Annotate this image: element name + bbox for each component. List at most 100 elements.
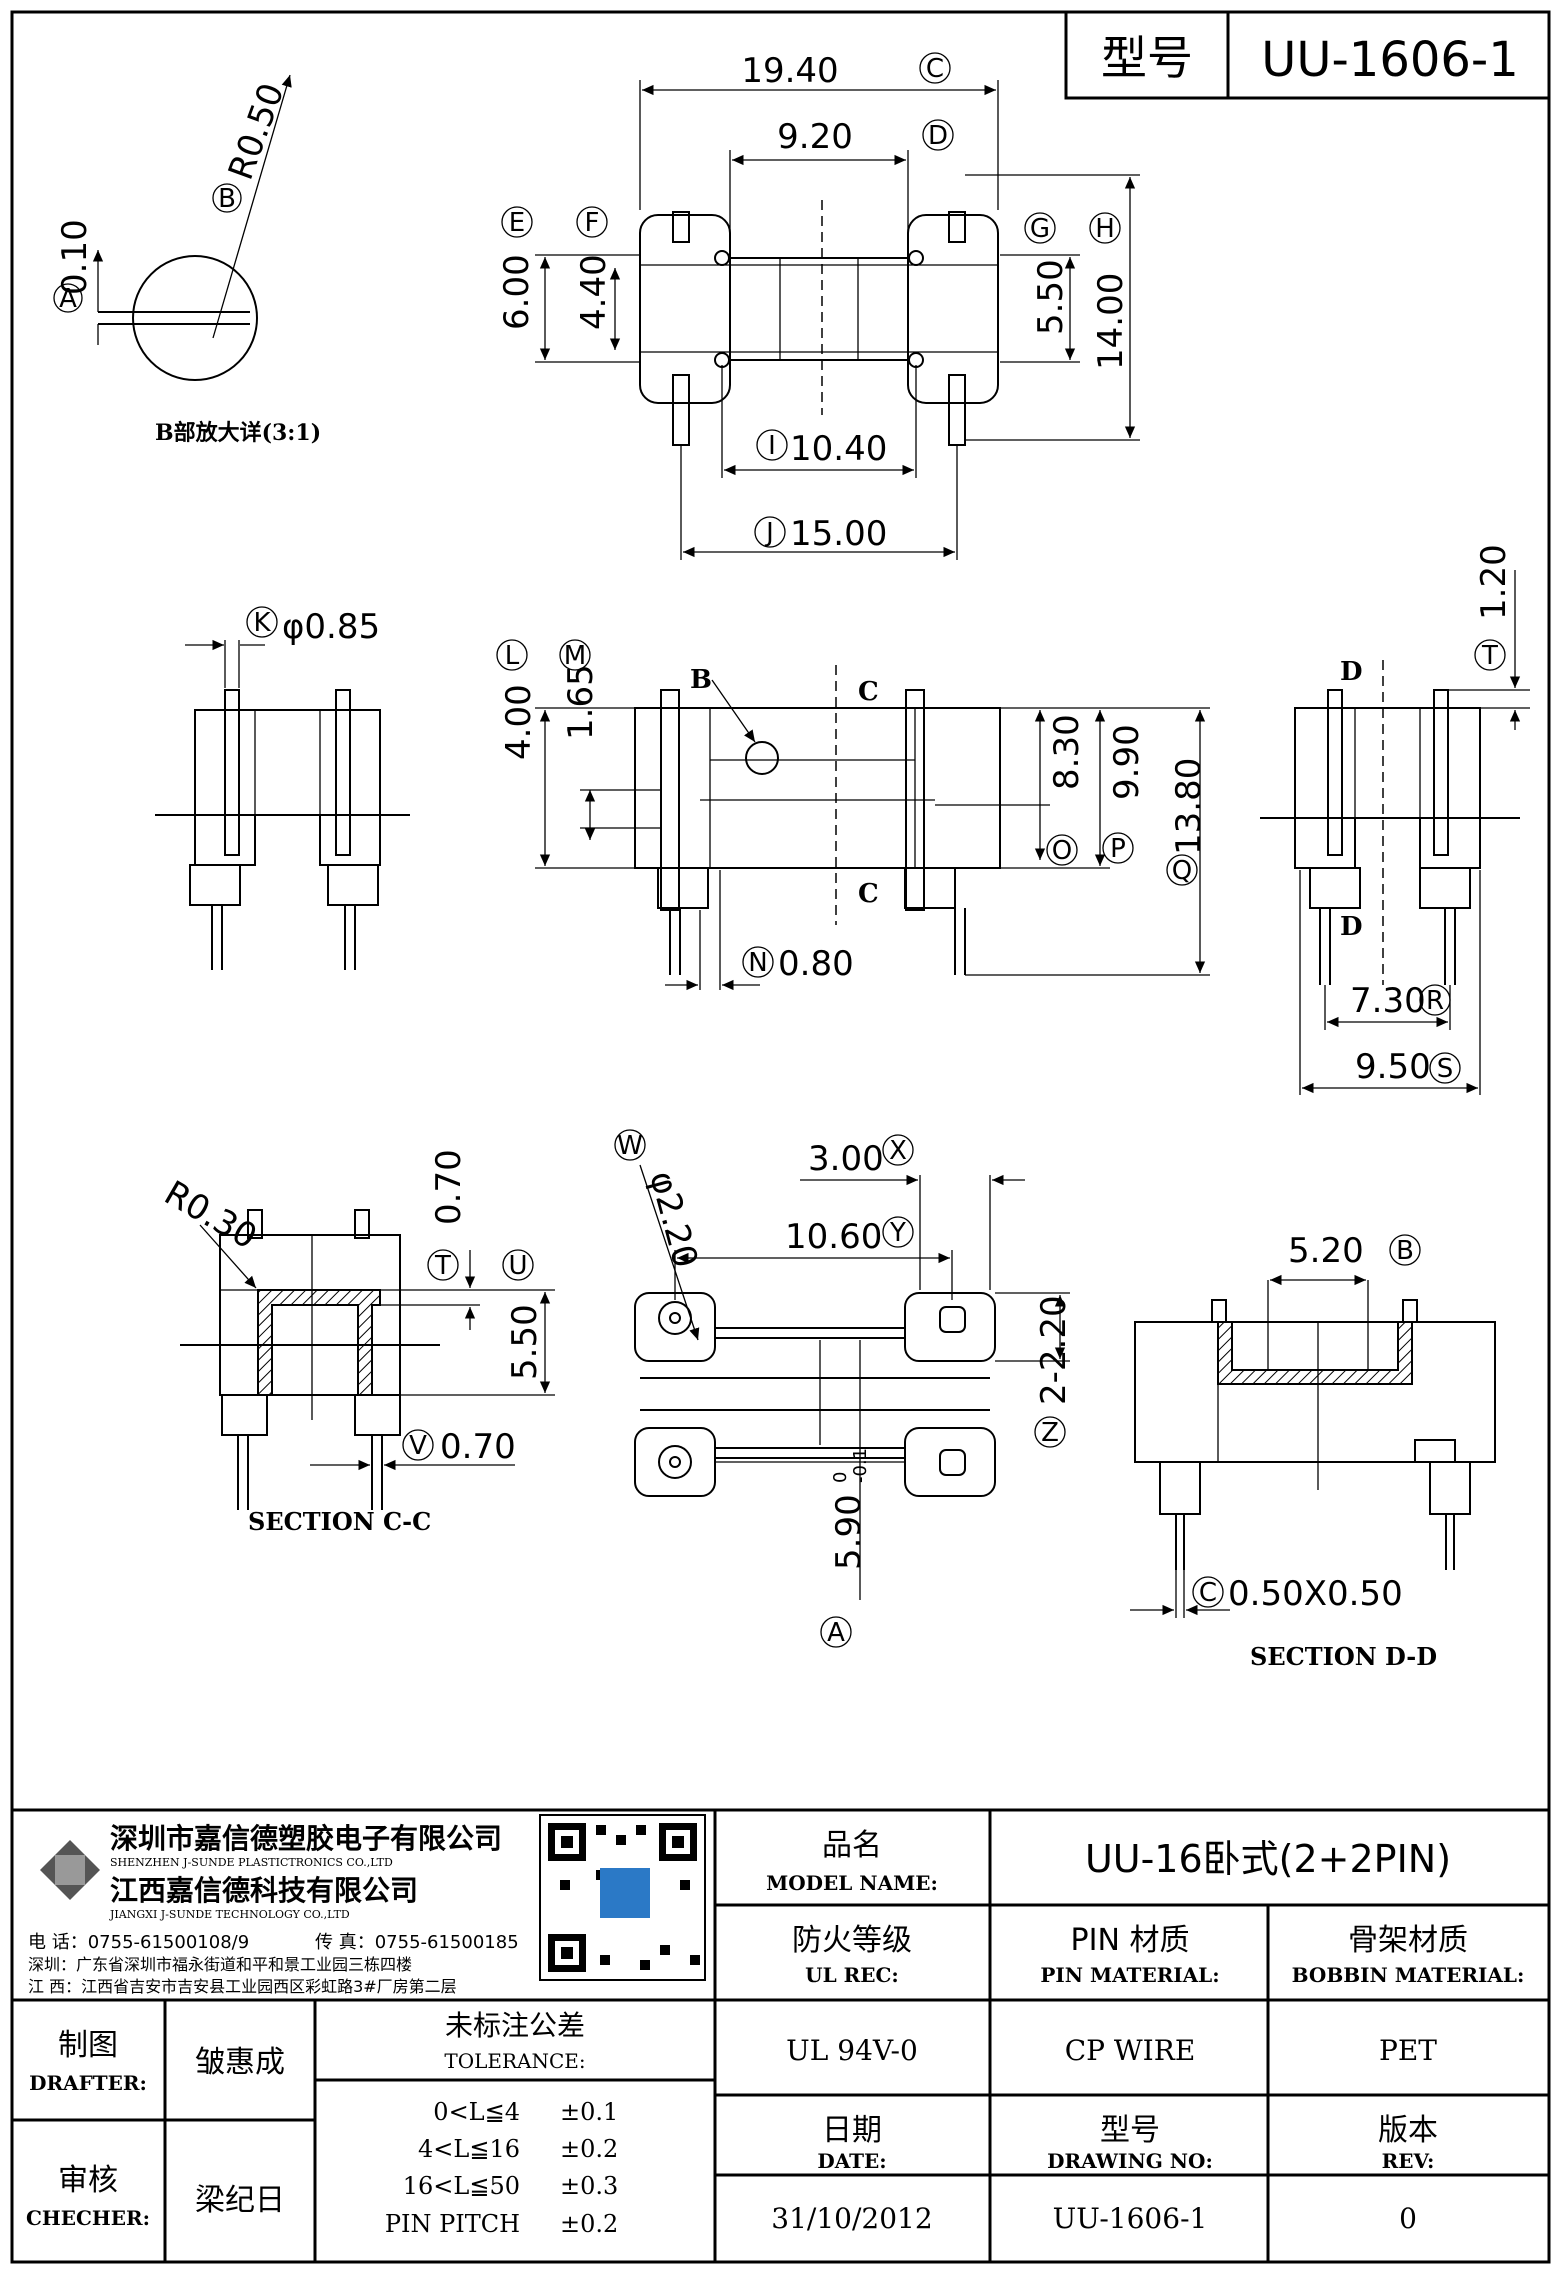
- side-dim-q: 13.80: [1169, 758, 1209, 855]
- bottom-tol-minus: -0.1: [850, 1448, 871, 1483]
- date-value: 31/10/2012: [771, 2202, 932, 2235]
- company-name-cn-1: 深圳市嘉信德塑胶电子有限公司: [110, 1822, 502, 1855]
- cc-radius: R0.30: [158, 1173, 264, 1257]
- top-dim-c: 19.40: [741, 51, 838, 91]
- bobbin-label-cn: 骨架材质: [1348, 1923, 1468, 1958]
- checker-label-en: CHECHER:: [26, 2206, 150, 2230]
- end-view: D D 1.20 T 7.30 R 9.50 S: [1260, 544, 1530, 1095]
- date-label-cn: 日期: [822, 2113, 882, 2148]
- bottom-dim-a: 5.90: [829, 1494, 869, 1570]
- top-mark-h: H: [1095, 214, 1115, 244]
- top-dim-g: 5.50: [1031, 259, 1071, 335]
- drawing-label-en: DRAWING NO:: [1047, 2149, 1213, 2173]
- tolerance-value: ±0.1: [560, 2098, 618, 2126]
- tolerance-value: ±0.3: [560, 2172, 618, 2200]
- dd-mark-c: C: [1199, 1578, 1217, 1608]
- bottom-dim-w: φ2.20: [641, 1167, 705, 1272]
- model-box-value: UU-1606-1: [1261, 32, 1519, 88]
- bobbin-value: PET: [1379, 2034, 1437, 2067]
- rev-value: 0: [1399, 2202, 1417, 2235]
- product-label-cn: 品名: [822, 1828, 882, 1863]
- checker-name: 梁纪日: [195, 2183, 285, 2218]
- end-dim-s: 9.50: [1355, 1047, 1431, 1087]
- section-dd: 5.20 B C 0.50X0.50 SECTION D-D: [1130, 1231, 1496, 1671]
- top-mark-i: I: [768, 431, 776, 461]
- cc-dim-u: 5.50: [505, 1304, 545, 1380]
- tolerance-value: ±0.2: [560, 2210, 618, 2238]
- bottom-dim-x: 3.00: [808, 1139, 884, 1179]
- product-value: UU-16卧式(2+2PIN): [1085, 1837, 1451, 1881]
- top-dim-e: 6.00: [497, 254, 537, 330]
- side-label-c-top: C: [858, 677, 879, 707]
- rev-label-cn: 版本: [1378, 2113, 1438, 2148]
- side-dim-l: 4.00: [499, 684, 539, 760]
- side-mark-p: P: [1110, 834, 1126, 864]
- top-dim-d: 9.20: [777, 117, 853, 157]
- detail-b-title: B部放大详(3:1): [155, 420, 321, 446]
- cc-mark-t: T: [434, 1251, 451, 1281]
- side-dim-o: 8.30: [1047, 714, 1087, 790]
- tolerance-range: 4<L≦16: [418, 2135, 520, 2163]
- pin-label-en: PIN MATERIAL:: [1040, 1963, 1219, 1987]
- side-dim-p: 9.90: [1107, 724, 1147, 800]
- top-mark-c: C: [926, 54, 944, 84]
- company-name-cn-2: 江西嘉信德科技有限公司: [110, 1874, 418, 1907]
- company-name-en-1: SHENZHEN J-SUNDE PLASTICTRONICS CO.,LTD: [110, 1856, 393, 1869]
- bottom-tol-plus: 0: [830, 1472, 851, 1483]
- company-addr-jx: 江 西：江西省吉安市吉安县工业园西区彩虹路3#厂房第二层: [28, 1977, 457, 1996]
- bottom-view: W φ2.20 3.00 X 10.60 Y 2-2.20 Z 5.90 0 -…: [614, 1129, 1074, 1648]
- tolerance-range: PIN PITCH: [385, 2210, 520, 2238]
- cc-dim-v: 0.70: [440, 1427, 516, 1467]
- detail-b-radius: R0.50: [221, 78, 293, 185]
- front-left-view: K φ0.85: [155, 606, 410, 970]
- detail-b-mark-b: B: [218, 184, 236, 214]
- section-cc: R0.30 0.70 T 5.50 U V 0.70 SECTION C-C: [158, 1149, 555, 1536]
- checker-label-cn: 审核: [58, 2163, 118, 2198]
- tolerance-value: ±0.2: [560, 2135, 618, 2163]
- bottom-mark-w: W: [617, 1131, 643, 1161]
- drafter-label-en: DRAFTER:: [29, 2071, 147, 2095]
- detail-b-mark-a: A: [59, 284, 77, 314]
- bottom-mark-x: X: [889, 1136, 907, 1166]
- tolerance-label-cn: 未标注公差: [445, 2009, 585, 2042]
- top-dim-h: 14.00: [1091, 273, 1131, 370]
- tolerance-label-en: TOLERANCE:: [444, 2049, 585, 2073]
- drawing-label-cn: 型号: [1100, 2113, 1160, 2148]
- pin-label-cn: PIN 材质: [1071, 1923, 1190, 1958]
- product-label-en: MODEL NAME:: [766, 1871, 938, 1895]
- end-mark-s: S: [1437, 1054, 1454, 1084]
- bottom-dim-y: 10.60: [785, 1217, 882, 1257]
- dd-mark-b: B: [1396, 1236, 1414, 1266]
- side-dim-m: 1.65: [561, 664, 601, 740]
- end-mark-r: R: [1426, 986, 1444, 1016]
- top-dim-j: 15.00: [790, 514, 887, 554]
- model-box-label: 型号: [1101, 31, 1193, 85]
- bottom-mark-z: Z: [1041, 1418, 1059, 1448]
- drafter-label-cn: 制图: [58, 2028, 118, 2063]
- tolerance-range: 0<L≦4: [433, 2098, 520, 2126]
- top-dim-f: 4.40: [574, 254, 614, 330]
- end-dim-r: 7.30: [1350, 981, 1426, 1021]
- ul-label-en: UL REC:: [805, 1963, 899, 1987]
- rev-label-en: REV:: [1382, 2149, 1435, 2173]
- side-mark-m: M: [564, 641, 586, 671]
- end-dim-t: 1.20: [1474, 544, 1514, 620]
- top-dim-i: 10.40: [790, 429, 887, 469]
- bottom-mark-y: Y: [889, 1218, 906, 1248]
- end-label-d-bottom: D: [1340, 912, 1363, 942]
- cc-mark-v: V: [409, 1431, 427, 1461]
- side-mark-q: Q: [1172, 856, 1192, 886]
- detail-b: 0.10 A R0.50 B B部放大详(3:1): [53, 74, 321, 446]
- cc-mark-u: U: [508, 1251, 527, 1281]
- pin-value: CP WIRE: [1065, 2034, 1196, 2067]
- tolerance-range: 16<L≦50: [403, 2172, 520, 2200]
- side-label-c-bottom: C: [858, 879, 879, 909]
- company-name-en-2: JIANGXI J-SUNDE TECHNOLOGY CO.,LTD: [109, 1908, 350, 1921]
- top-view: 19.40 C 9.20 D E F G H 6.00 4.40 5.50: [497, 51, 1140, 560]
- tolerance-table: 0<L≦4 ±0.1 4<L≦16 ±0.2 16<L≦50 ±0.3 PIN …: [385, 2098, 618, 2238]
- company-fax: 传 真：0755-61500185: [315, 1932, 519, 1953]
- dd-dim-c: 0.50X0.50: [1228, 1574, 1403, 1614]
- side-mark-l: L: [505, 641, 520, 671]
- title-block: 深圳市嘉信德塑胶电子有限公司 SHENZHEN J-SUNDE PLASTICT…: [12, 1808, 1549, 2262]
